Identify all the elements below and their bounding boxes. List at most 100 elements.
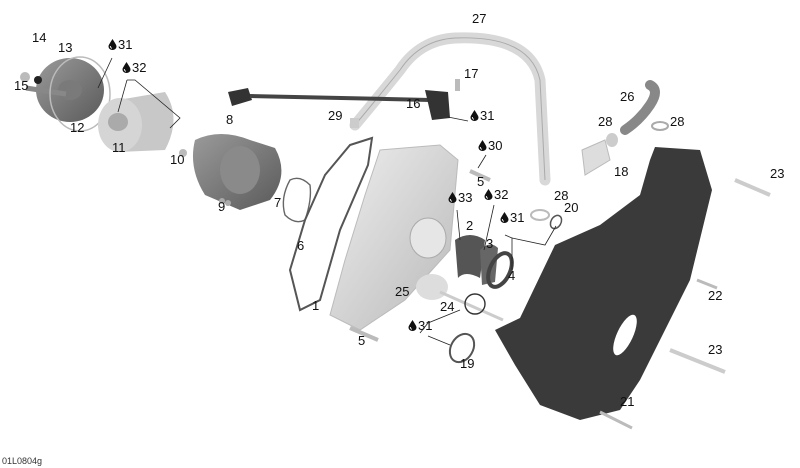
callout-label: 32 (132, 60, 147, 75)
callout-label: 28 (598, 114, 613, 129)
callout-31: 31 (470, 109, 494, 122)
part-8 (179, 134, 282, 210)
filter-cap-13 (20, 56, 111, 132)
oil-drop-icon (484, 189, 493, 200)
callout-label: 19 (460, 356, 475, 371)
gasket-6 (288, 136, 374, 312)
oil-drop-icon (470, 110, 479, 121)
callout-6: 6 (297, 239, 304, 252)
oil-drop-icon (408, 320, 417, 331)
callout-15: 15 (14, 79, 28, 92)
callout-14: 14 (32, 31, 46, 44)
callout-label: 1 (312, 298, 320, 313)
callout-label: 18 (614, 164, 629, 179)
callout-label: 26 (620, 89, 635, 104)
callout-5: 5 (477, 175, 484, 188)
callout-5: 5 (358, 334, 365, 347)
callout-32: 32 (484, 188, 508, 201)
callout-21: 21 (620, 395, 634, 408)
fitting (581, 139, 611, 176)
callout-label: 5 (358, 333, 366, 348)
callout-18: 18 (614, 165, 628, 178)
o-ring-19 (448, 332, 476, 364)
callout-16: 16 (406, 97, 420, 110)
callout-label: 25 (395, 284, 410, 299)
oil-filter-11 (98, 92, 174, 152)
callout-label: 5 (477, 174, 485, 189)
cover-1 (329, 144, 459, 331)
leader-lines (97, 57, 557, 346)
callout-11: 11 (112, 141, 126, 154)
callout-label: 3 (486, 236, 494, 251)
cover-18 (495, 147, 712, 420)
callout-28: 28 (598, 115, 612, 128)
callout-26: 26 (620, 90, 634, 103)
callout-label: 17 (464, 66, 479, 81)
oil-drop-icon (108, 39, 117, 50)
callout-4: 4 (508, 269, 515, 282)
callout-label: 33 (458, 190, 473, 205)
callout-1: 1 (312, 299, 319, 312)
callout-9: 9 (218, 200, 225, 213)
callout-23: 23 (708, 343, 722, 356)
callout-label: 11 (112, 140, 126, 155)
pump-shaft-25 (416, 274, 504, 322)
callout-23: 23 (770, 167, 784, 180)
callout-label: 28 (554, 188, 569, 203)
callout-label: 21 (620, 394, 635, 409)
callout-25: 25 (395, 285, 409, 298)
callout-31: 31 (108, 38, 132, 51)
callout-label: 32 (494, 187, 509, 202)
o-ring-20 (549, 214, 563, 230)
bolt-5-lower (349, 326, 379, 342)
callout-label: 10 (170, 152, 185, 167)
callout-31: 31 (408, 319, 432, 332)
callout-32: 32 (122, 61, 146, 74)
clamp-28b (651, 121, 669, 131)
callout-8: 8 (226, 113, 233, 126)
seal-4 (486, 251, 514, 289)
bolt-21 (599, 410, 633, 430)
callout-label: 2 (466, 218, 474, 233)
stud-23b (669, 348, 726, 374)
part-29 (350, 118, 359, 128)
callout-label: 31 (118, 37, 133, 52)
callout-label: 28 (670, 114, 685, 129)
callout-label: 12 (70, 120, 85, 135)
clamp-28a (606, 133, 618, 147)
callout-label: 30 (488, 138, 503, 153)
callout-24: 24 (440, 300, 454, 313)
callout-27: 27 (472, 12, 486, 25)
callout-label: 14 (32, 30, 47, 45)
bearing-2-3 (455, 235, 498, 285)
oil-drop-icon (122, 62, 131, 73)
callout-label: 22 (708, 288, 723, 303)
callout-label: 24 (440, 299, 455, 314)
callout-3: 3 (486, 237, 493, 250)
stud-23a (734, 178, 771, 197)
sensor-16 (228, 79, 460, 120)
callout-22: 22 (708, 289, 722, 302)
callout-19: 19 (460, 357, 474, 370)
hose-26 (620, 80, 660, 135)
bolt-5 (469, 169, 491, 182)
drawing-code: 01L0804g (2, 456, 43, 466)
callout-label: 6 (297, 238, 305, 253)
callout-28: 28 (670, 115, 684, 128)
callout-label: 8 (226, 112, 234, 127)
bolt-22 (696, 278, 718, 290)
callout-10: 10 (170, 153, 184, 166)
callout-label: 31 (510, 210, 525, 225)
callout-label: 27 (472, 11, 487, 26)
clamp-28c (530, 209, 550, 221)
callout-20: 20 (564, 201, 578, 214)
oil-drop-icon (478, 140, 487, 151)
callout-label: 13 (58, 40, 73, 55)
callout-12: 12 (70, 121, 84, 134)
callout-label: 31 (418, 318, 433, 333)
callout-2: 2 (466, 219, 473, 232)
callout-17: 17 (464, 67, 478, 80)
callout-13: 13 (58, 41, 72, 54)
